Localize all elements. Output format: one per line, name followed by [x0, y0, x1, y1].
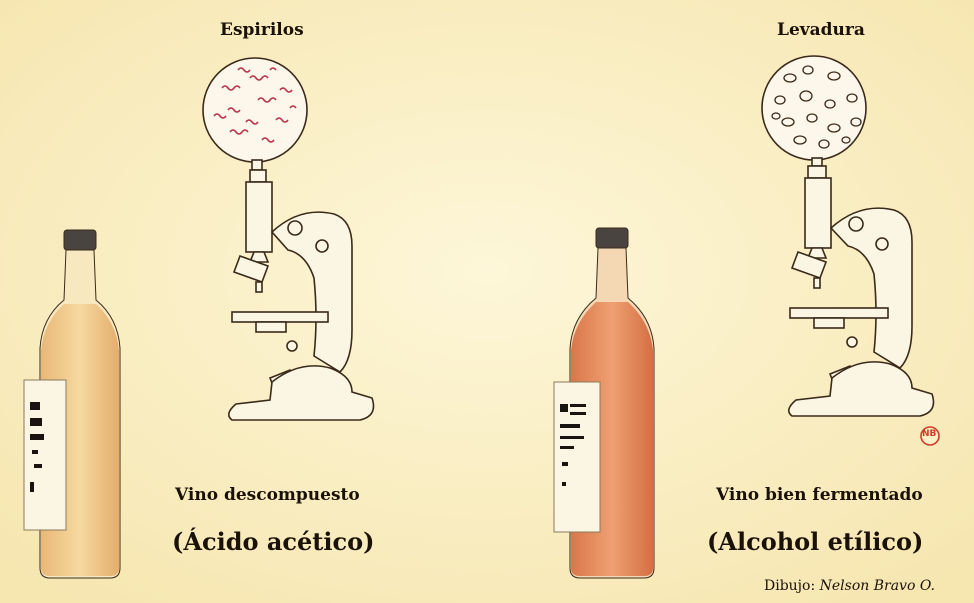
microscope-left	[202, 57, 375, 421]
yeast-view	[761, 55, 867, 161]
credit-author: Nelson Bravo O.	[819, 578, 935, 594]
caption-left: Vino descompuesto	[175, 485, 360, 505]
yeast-cells	[771, 65, 862, 149]
credit-label: Dibujo:	[764, 578, 816, 594]
compound-right: (Alcohol etílico)	[707, 527, 924, 556]
bottle-right	[553, 227, 655, 579]
drawing-credit: Dibujo: Nelson Bravo O.	[764, 578, 935, 594]
label-spirilla: Espirilos	[220, 20, 304, 40]
spirilla-view	[202, 57, 308, 163]
label-yeast: Levadura	[777, 20, 865, 40]
compound-left: (Ácido acético)	[172, 527, 375, 556]
caption-right: Vino bien fermentado	[716, 485, 923, 505]
stamp-initials: NB	[922, 429, 937, 439]
bottle-left	[23, 229, 121, 579]
spirilla	[213, 67, 297, 143]
artist-stamp	[920, 426, 940, 446]
microscope-right	[761, 55, 935, 417]
